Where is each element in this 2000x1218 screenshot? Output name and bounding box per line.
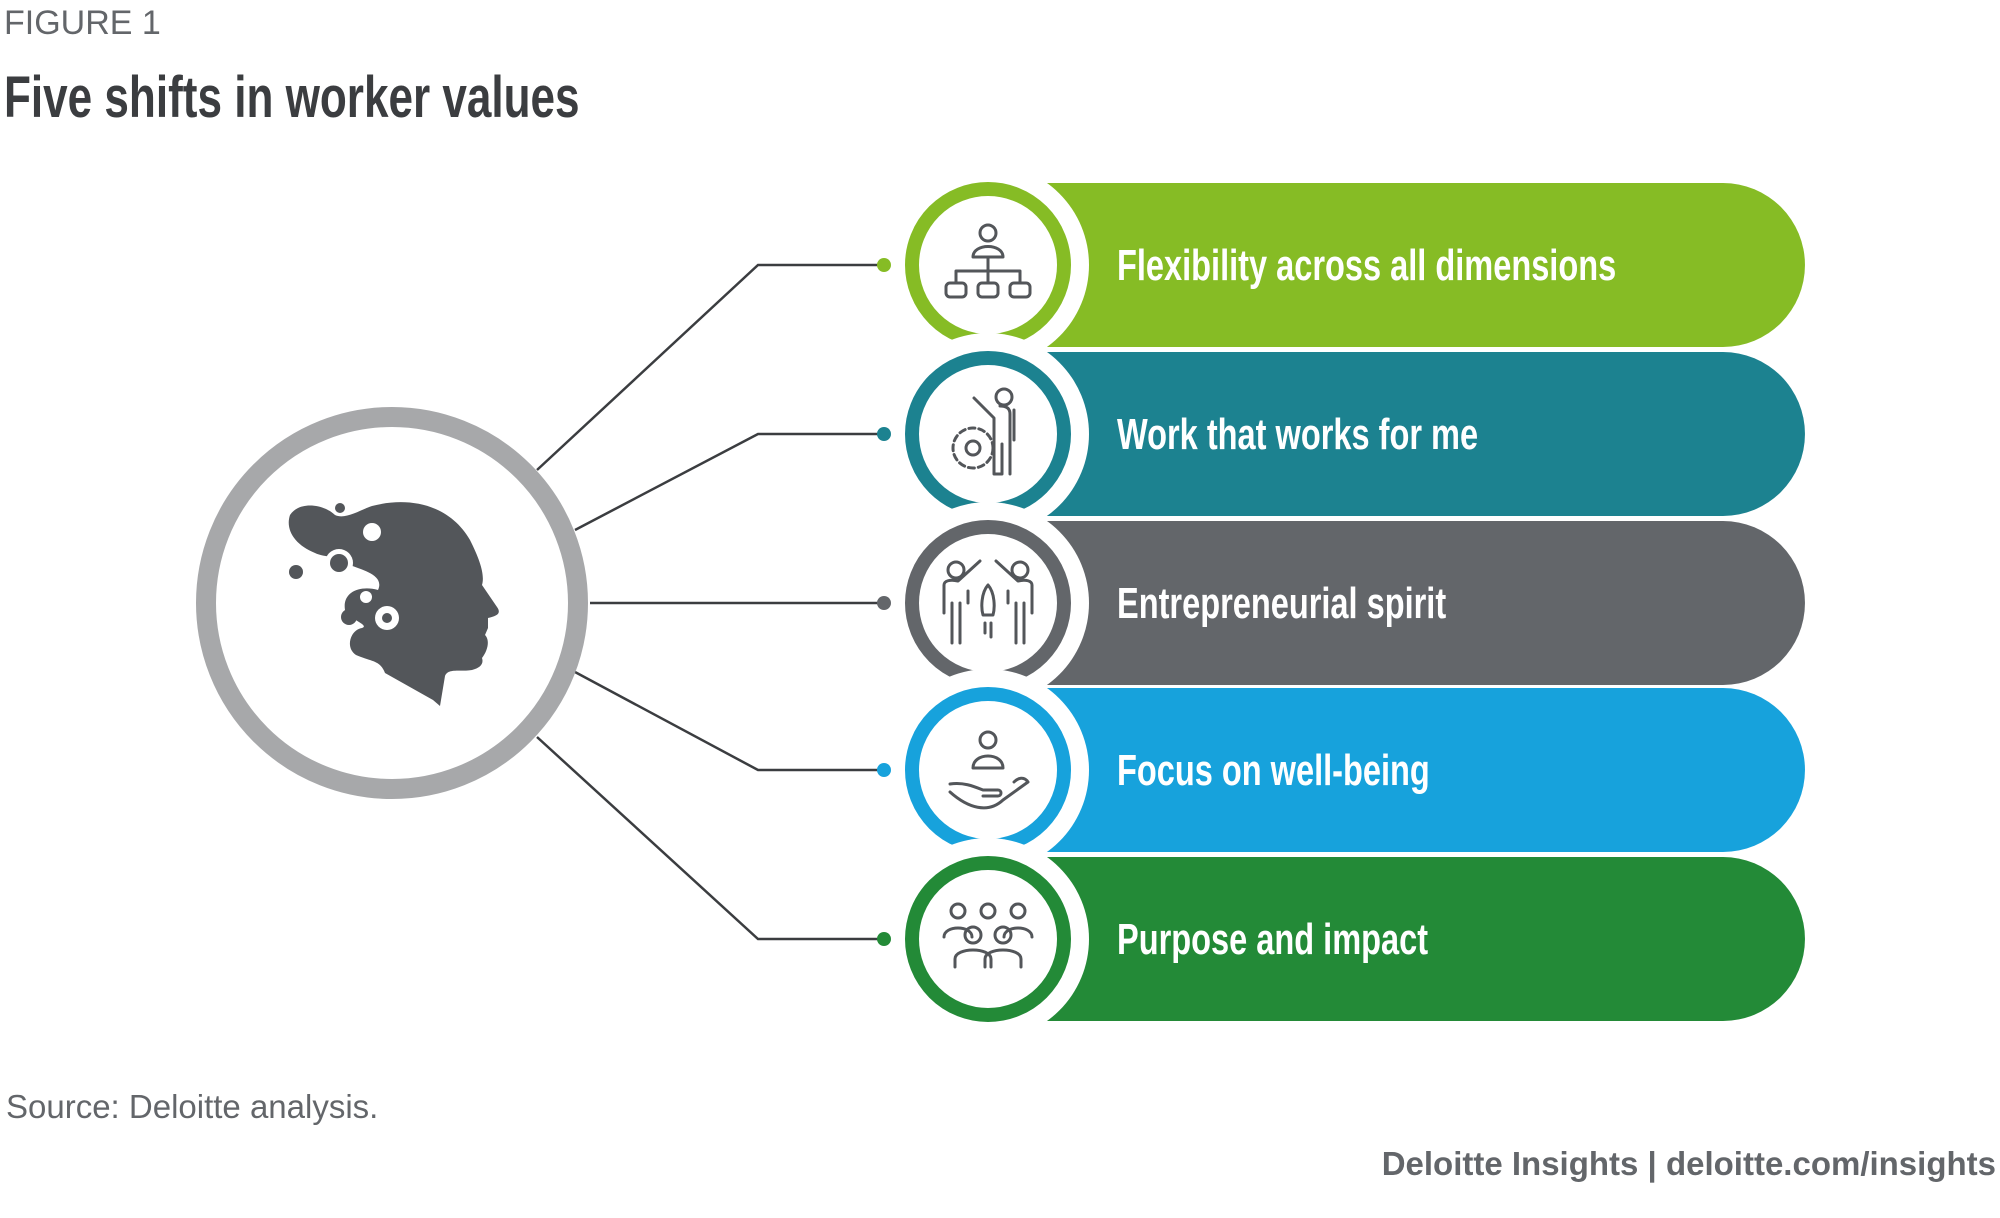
connector-5 (536, 736, 884, 941)
footer-credit: Deloitte Insights | deloitte.com/insight… (1382, 1145, 1996, 1182)
person-with-gear-icon (951, 387, 1016, 476)
person-in-hand-icon (948, 730, 1030, 810)
shift-label: Work that works for me (1117, 410, 1478, 459)
center-node (196, 407, 588, 799)
people-with-rocket-icon (942, 559, 1034, 645)
connector-2 (574, 432, 884, 532)
shift-row-5: Purpose and impact (877, 838, 1805, 1040)
shift-row-1: Flexibility across all dimensions (877, 164, 1805, 366)
shift-bar (960, 688, 1805, 852)
connector-dot (877, 258, 891, 272)
connector-dot (877, 596, 891, 610)
shift-row-2: Work that works for me (877, 333, 1805, 535)
source-note: Source: Deloitte analysis. (6, 1088, 378, 1125)
connector-dot (877, 932, 891, 946)
shift-bar (960, 352, 1805, 516)
shift-bar (960, 183, 1805, 347)
shift-label: Purpose and impact (1117, 915, 1428, 964)
connector-1 (536, 263, 884, 471)
shift-row-4: Focus on well-being (877, 669, 1805, 871)
head-with-molecules-icon (288, 502, 499, 706)
shift-bar (960, 857, 1805, 1021)
connector-4 (574, 670, 884, 772)
page-title: Five shifts in worker values (4, 64, 580, 129)
shift-label: Entrepreneurial spirit (1117, 579, 1446, 628)
shift-row-3: Entrepreneurial spirit (877, 502, 1805, 704)
connector-dot (877, 763, 891, 777)
shift-label: Focus on well-being (1117, 746, 1430, 795)
connectors (536, 263, 884, 941)
shift-label: Flexibility across all dimensions (1117, 241, 1616, 290)
org-chart-icon (944, 223, 1032, 299)
connector-dot (877, 427, 891, 441)
shift-bar (960, 521, 1805, 685)
figure-label: FIGURE 1 (4, 4, 161, 42)
group-icon (942, 902, 1034, 969)
